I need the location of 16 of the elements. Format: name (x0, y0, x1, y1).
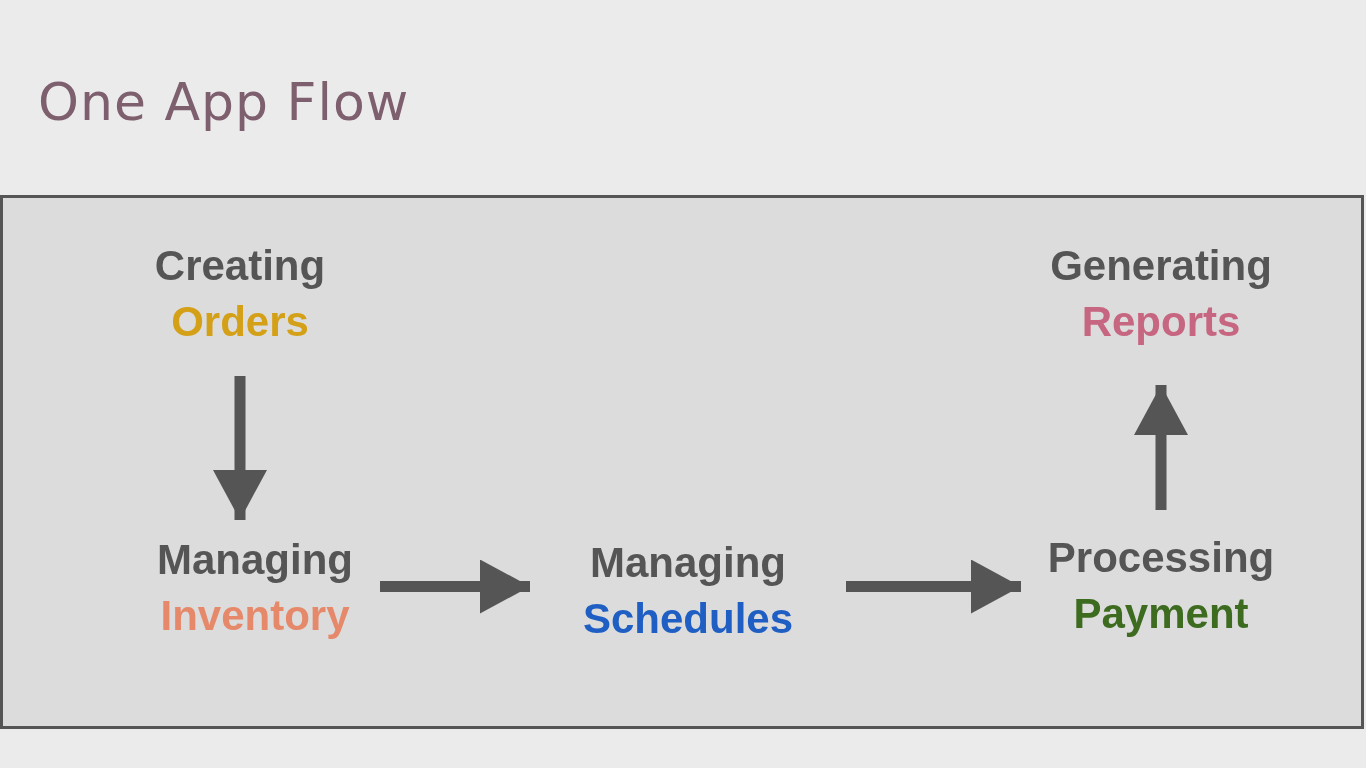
step-label: Processing (1047, 533, 1275, 583)
step-keyword: Orders (171, 297, 309, 347)
arrow (213, 376, 267, 520)
step-label: Managing (157, 535, 353, 585)
step-label: Managing (590, 538, 786, 588)
step-keyword: Schedules (582, 594, 794, 644)
arrow (1134, 385, 1188, 510)
diagram-title: One App Flow (38, 72, 410, 132)
step-keyword: Payment (1073, 589, 1249, 639)
step-keyword: Reports (1081, 297, 1241, 347)
diagram-panel (0, 195, 1364, 729)
step-keyword: Inventory (160, 591, 350, 641)
step-label: Generating (1050, 241, 1272, 291)
step-label: Creating (154, 241, 326, 291)
arrow (846, 559, 1021, 614)
arrow (380, 559, 530, 614)
